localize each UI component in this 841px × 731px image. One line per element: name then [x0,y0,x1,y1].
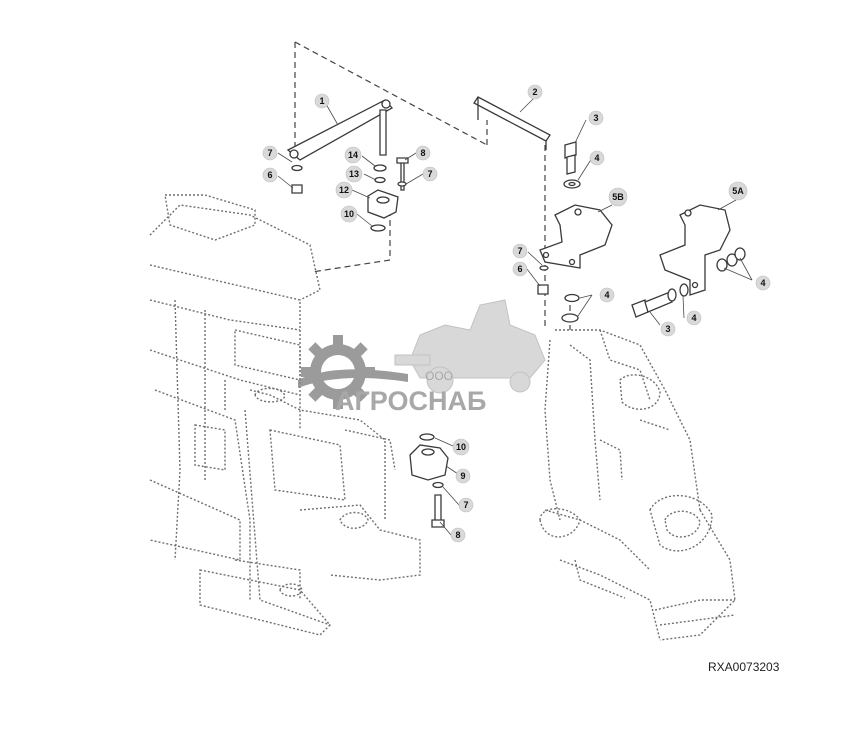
callout-6-label: 6 [517,264,522,274]
callout-8-label: 8 [455,530,460,540]
watermark-company-prefix: ООО [425,369,453,383]
callout-4: 4 [589,150,605,166]
callout-3: 3 [588,110,604,126]
hardware-left-nuts [291,164,303,194]
callouts: 1 2 3 3 4 4 4 4 5A 5B 6 6 7 7 7 7 8 8 9 … [262,84,771,543]
watermark-harvester-icon [394,299,546,394]
part-3-bolt-bottom [631,283,689,318]
part-2-rod [473,96,551,150]
part-9-mount [409,433,449,528]
figure-reference-code: RXA0073203 [708,660,780,674]
callout-4-label: 4 [760,278,765,288]
part-5a-bracket [659,204,731,296]
callout-6-label: 6 [267,170,272,180]
callout-8: 8 [450,527,466,543]
callout-6: 6 [262,167,278,183]
callout-7: 7 [512,243,528,259]
callout-7: 7 [458,497,474,513]
front-axle-support [539,329,736,641]
callout-7-label: 7 [517,246,522,256]
callout-7-label: 7 [427,169,432,179]
callout-3: 3 [660,321,676,337]
callout-10: 10 [340,205,358,223]
callout-4-label: 4 [604,290,609,300]
watermark-logo: ООО АГРОСНАБ [298,299,546,416]
callout-1-label: 1 [319,96,324,106]
callout-5b: 5B [608,187,628,207]
callout-7-label: 7 [267,148,272,158]
callout-10: 10 [452,438,470,456]
callout-2: 2 [527,84,543,100]
callout-3-label: 3 [593,113,598,123]
watermark-gear-icon [298,335,408,409]
callout-13-label: 13 [349,169,359,179]
callout-7: 7 [262,145,278,161]
callout-14: 14 [344,146,362,164]
callout-6: 6 [512,261,528,277]
callout-9: 9 [455,468,471,484]
callout-8: 8 [415,145,431,161]
callout-4: 4 [599,287,615,303]
hardware-middle [537,265,580,323]
callout-5b-label: 5B [612,192,624,202]
watermark-company-name: АГРОСНАБ [335,386,486,416]
callout-4: 4 [755,275,771,291]
part-3-bolt-top [564,141,577,175]
callout-13: 13 [345,165,363,183]
part-5b-bracket [539,204,613,269]
callout-7-label: 7 [463,500,468,510]
callout-12-label: 12 [339,185,349,195]
callout-7: 7 [422,166,438,182]
callout-10-label: 10 [456,442,466,452]
tractor-frame-left [149,194,421,636]
callout-1: 1 [314,93,330,109]
callout-12: 12 [335,181,353,199]
callout-5a-label: 5A [732,186,744,196]
hardware-stack-left [367,157,409,232]
callout-3-label: 3 [665,324,670,334]
assembly-guide-lines [294,41,571,330]
part-1-bar [286,99,394,161]
callout-4-label: 4 [594,153,599,163]
callout-14-label: 14 [348,150,358,160]
callout-2-label: 2 [532,87,537,97]
callout-4: 4 [686,310,702,326]
callout-9-label: 9 [460,471,465,481]
leader-lines [277,97,753,536]
callout-10-label: 10 [344,209,354,219]
callout-5a: 5A [728,181,748,201]
part-4-washer-top [563,179,581,189]
callout-8-label: 8 [420,148,425,158]
callout-4-label: 4 [691,313,696,323]
